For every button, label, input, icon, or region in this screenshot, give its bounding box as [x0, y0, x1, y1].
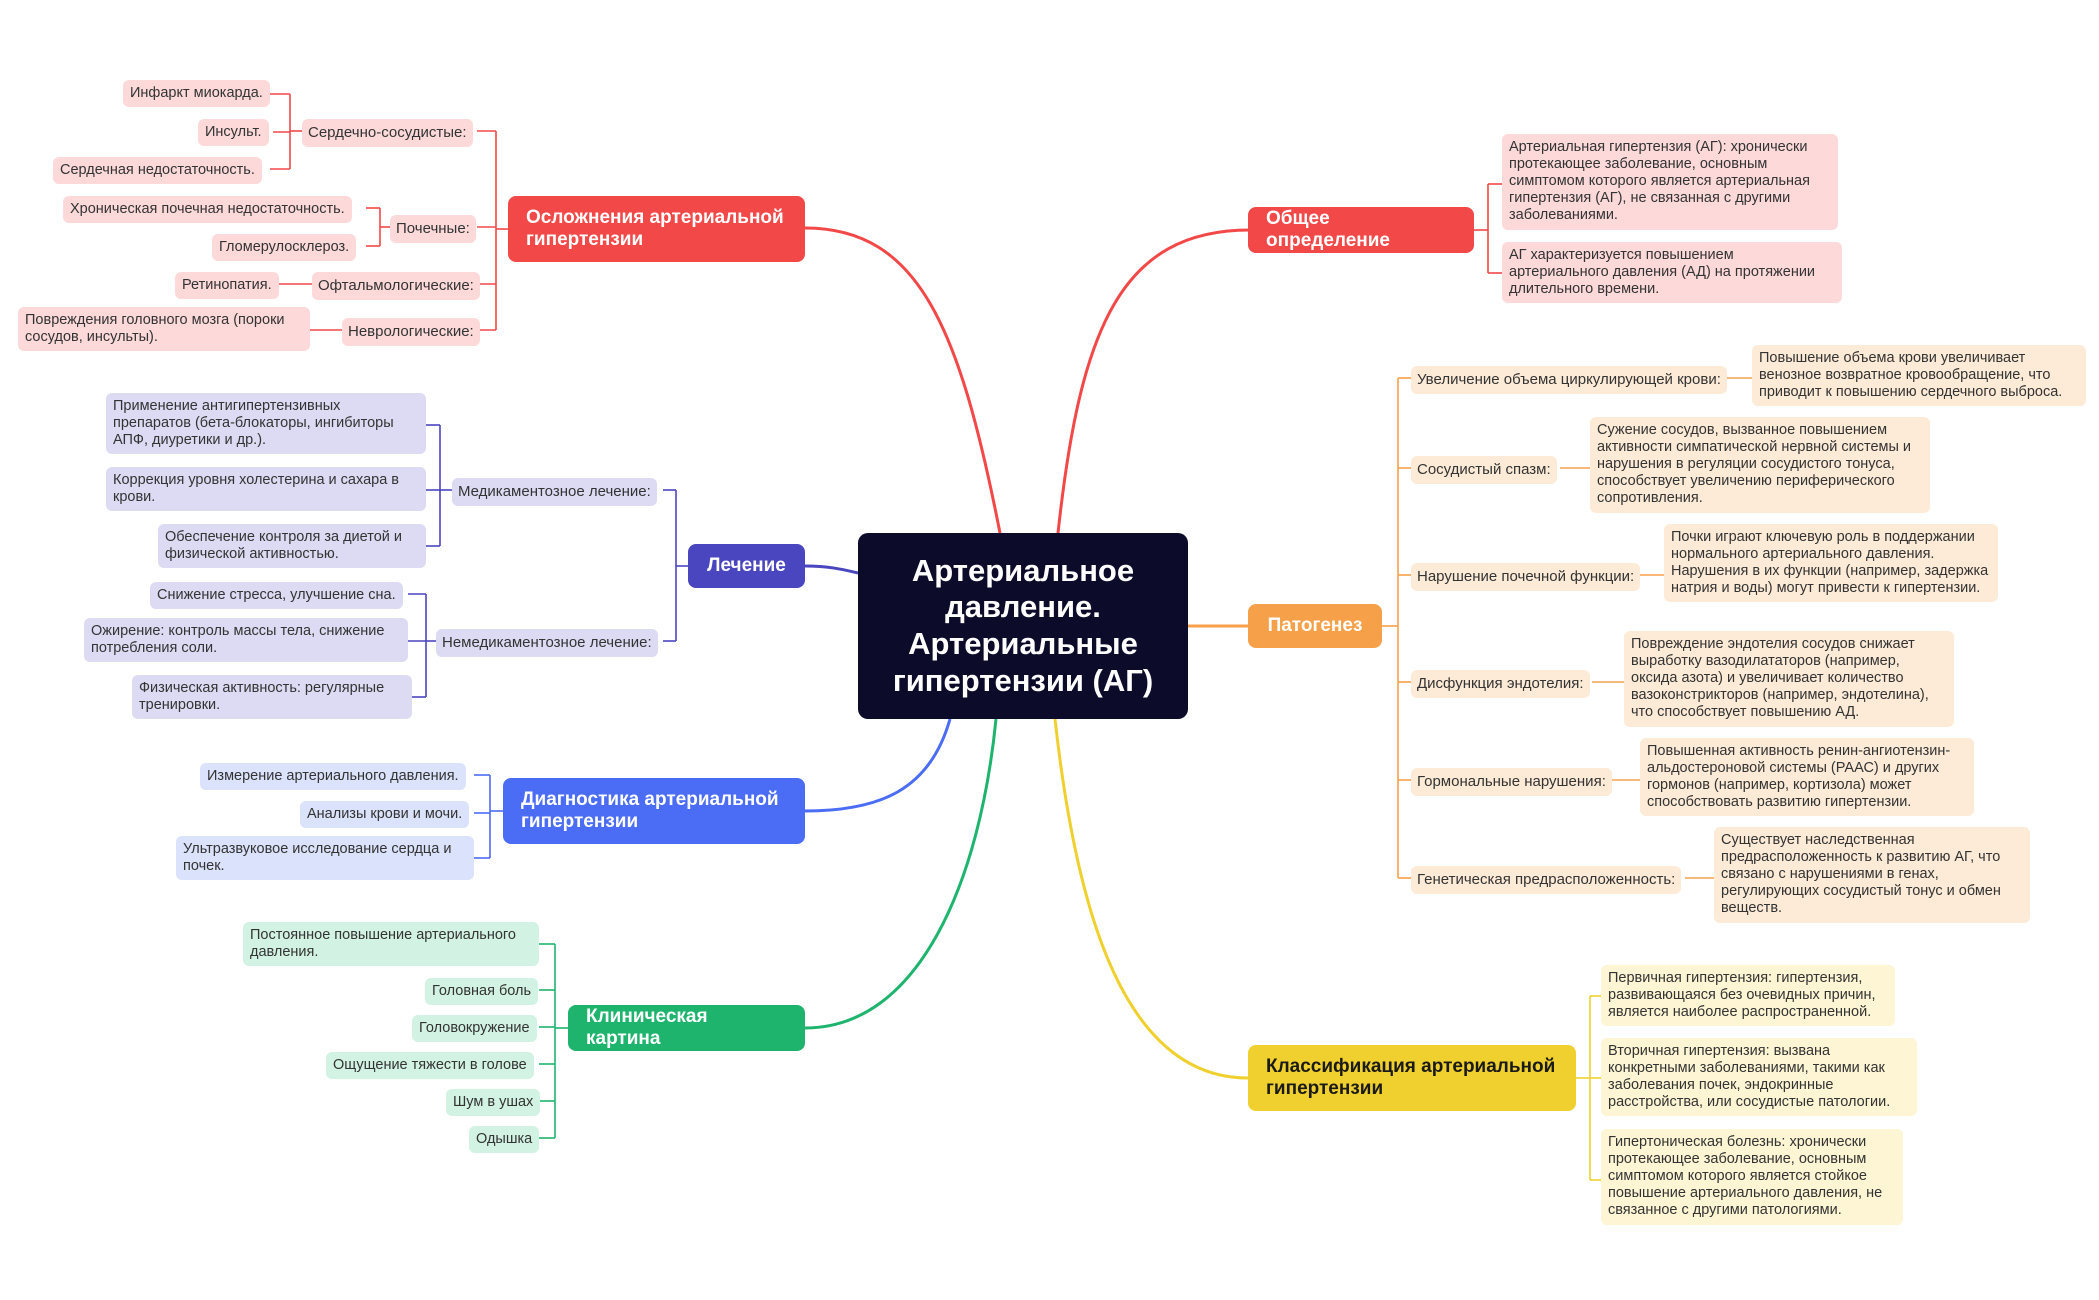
leaf-blood-urine-tests[interactable]: Анализы крови и мочи. — [300, 801, 470, 829]
sub-vascular-spasm[interactable]: Сосудистый спазм: — [1411, 456, 1557, 484]
branch-clinical — [804, 718, 998, 1030]
sub-hormonal-disorders[interactable]: Гормональные нарушения: — [1411, 768, 1612, 796]
sub-drug-treatment[interactable]: Медикаментозное лечение: — [452, 478, 657, 506]
branch-diagnostics — [804, 718, 952, 813]
leaf-stress-sleep[interactable]: Снижение стресса, улучшение сна. — [150, 582, 403, 610]
branch-treatment — [804, 564, 859, 575]
leaf-tinnitus[interactable]: Шум в ушах — [446, 1089, 541, 1117]
topic-definition[interactable]: Общее определение — [1248, 207, 1474, 253]
leaf-blood-volume[interactable]: Повышение объема крови увеличивает веноз… — [1752, 345, 2086, 407]
leaf-definition-2[interactable]: АГ характеризуется повышением артериальн… — [1502, 242, 1842, 304]
sub-genetic-predisposition[interactable]: Генетическая предрасположенность: — [1411, 866, 1682, 894]
leaf-hypertensive-disease[interactable]: Гипертоническая болезнь: хронически прот… — [1601, 1129, 1903, 1225]
topic-complications[interactable]: Осложнения артериальной гипертензии — [508, 196, 805, 262]
leaf-hormonal-disorders[interactable]: Повышенная активность ренин-ангиотензин-… — [1640, 738, 1974, 817]
leaf-head-heaviness[interactable]: Ощущение тяжести в голове — [326, 1052, 534, 1080]
topic-clinical[interactable]: Клиническая картина — [568, 1005, 805, 1051]
topic-diagnostics[interactable]: Диагностика артериальной гипертензии — [503, 778, 805, 844]
leaf-diet-activity-control[interactable]: Обеспечение контроля за диетой и физичес… — [158, 524, 426, 569]
sub-blood-volume[interactable]: Увеличение объема циркулирующей крови: — [1411, 366, 1727, 394]
leaf-myocardial-infarction[interactable]: Инфаркт миокарда. — [123, 80, 270, 108]
sub-renal[interactable]: Почечные: — [390, 215, 476, 243]
central-topic[interactable]: Артериальное давление. Артериальные гипе… — [858, 533, 1188, 719]
leaf-headache[interactable]: Головная боль — [425, 978, 539, 1006]
leaf-genetic-predisposition[interactable]: Существует наследственная предрасположен… — [1714, 827, 2030, 923]
leaf-chronic-renal-failure[interactable]: Хроническая почечная недостаточность. — [63, 196, 352, 224]
sub-cardio[interactable]: Сердечно-сосудистые: — [302, 119, 473, 147]
sub-renal-dysfunction[interactable]: Нарушение почечной функции: — [1411, 563, 1641, 591]
leaf-persistent-bp-rise[interactable]: Постоянное повышение артериального давле… — [243, 922, 539, 967]
leaf-renal-dysfunction[interactable]: Почки играют ключевую роль в поддержании… — [1664, 524, 1998, 603]
branch-complications — [804, 226, 1002, 534]
leaf-endothelial-dysfunction[interactable]: Повреждение эндотелия сосудов снижает вы… — [1624, 631, 1954, 727]
leaf-stroke[interactable]: Инсульт. — [198, 119, 269, 147]
leaf-retinopathy[interactable]: Ретинопатия. — [175, 272, 279, 300]
leaf-dyspnea[interactable]: Одышка — [469, 1126, 540, 1154]
topic-treatment[interactable]: Лечение — [688, 544, 805, 588]
branch-classification — [1053, 718, 1249, 1080]
leaf-antihypertensive-drugs[interactable]: Применение антигипертензивных препаратов… — [106, 393, 426, 455]
topic-pathogenesis[interactable]: Патогенез — [1248, 604, 1382, 648]
leaf-vascular-spasm[interactable]: Сужение сосудов, вызванное повышением ак… — [1590, 417, 1930, 513]
leaf-brain-damage[interactable]: Повреждения головного мозга (пороки сосу… — [18, 307, 310, 352]
leaf-dizziness[interactable]: Головокружение — [412, 1015, 537, 1043]
leaf-primary-hypertension[interactable]: Первичная гипертензия: гипертензия, разв… — [1601, 965, 1895, 1027]
topic-classification[interactable]: Классификация артериальной гипертензии — [1248, 1045, 1576, 1111]
leaf-physical-activity[interactable]: Физическая активность: регулярные тренир… — [132, 675, 412, 720]
sub-ophthalmic[interactable]: Офтальмологические: — [312, 272, 480, 300]
leaf-ultrasound[interactable]: Ультразвуковое исследование сердца и поч… — [176, 836, 474, 881]
leaf-bp-measurement[interactable]: Измерение артериального давления. — [200, 763, 466, 791]
sub-nondrug-treatment[interactable]: Немедикаментозное лечение: — [436, 629, 658, 657]
leaf-secondary-hypertension[interactable]: Вторичная гипертензия: вызвана конкретны… — [1601, 1038, 1917, 1117]
leaf-glomerulosclerosis[interactable]: Гломерулосклероз. — [212, 234, 357, 262]
sub-endothelial-dysfunction[interactable]: Дисфункция эндотелия: — [1411, 670, 1590, 698]
leaf-cholesterol-sugar[interactable]: Коррекция уровня холестерина и сахара в … — [106, 467, 426, 512]
leaf-heart-failure[interactable]: Сердечная недостаточность. — [53, 157, 262, 185]
leaf-obesity-salt[interactable]: Ожирение: контроль массы тела, снижение … — [84, 618, 408, 663]
leaf-definition-1[interactable]: Артериальная гипертензия (АГ): хроническ… — [1502, 134, 1838, 230]
branch-definition — [1056, 228, 1251, 534]
sub-neuro[interactable]: Неврологические: — [342, 318, 480, 346]
